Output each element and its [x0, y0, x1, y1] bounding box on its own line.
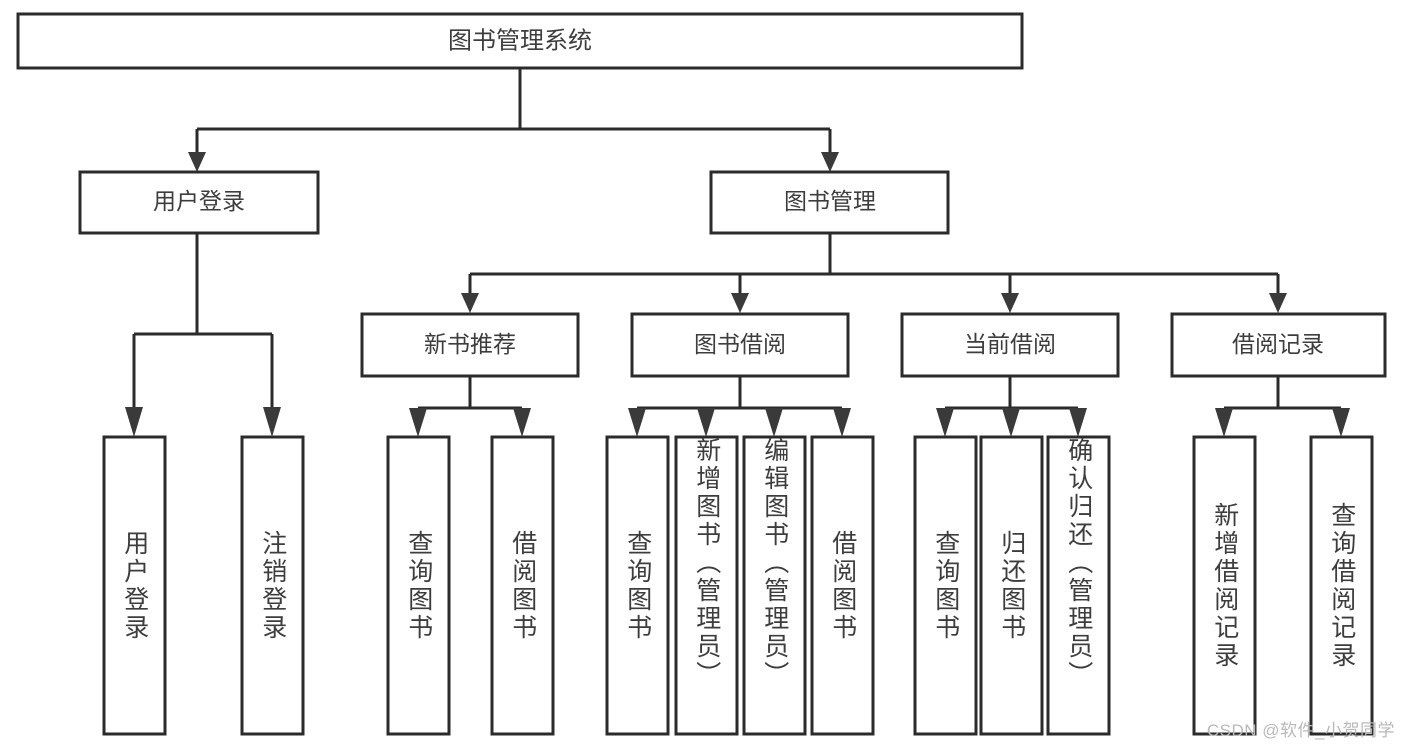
arrow-head-cb-3 — [1069, 408, 1087, 437]
node-box-leaf-nbr-1[interactable] — [386, 435, 451, 736]
arrow-head-br-2 — [1332, 408, 1350, 437]
arrow-head-bb-1 — [628, 408, 646, 437]
node-box-leaf-nbr-2[interactable] — [490, 435, 555, 736]
arrow-head-user-login — [188, 152, 206, 172]
node-label-new-book-recommend: 新书推荐 — [424, 331, 516, 357]
watermark: CSDN @软件_小贺同学 — [1206, 721, 1395, 740]
node-box-book-manage[interactable] — [709, 170, 950, 235]
node-label-current-borrow: 当前借阅 — [964, 331, 1056, 357]
node-box-leaf-bb-2[interactable] — [674, 435, 739, 736]
arrow-head-nbr-2 — [513, 408, 531, 437]
node-box-book-borrow[interactable] — [630, 312, 850, 378]
connector-layer — [125, 68, 1350, 437]
arrow-head-bb-4 — [833, 408, 851, 437]
node-box-new-book-recommend[interactable] — [360, 312, 580, 378]
arrow-head-ul-1 — [125, 407, 143, 437]
node-box-leaf-bb-4[interactable] — [810, 435, 875, 736]
node-label-root: 图书管理系统 — [448, 27, 592, 54]
arrow-head-cb-1 — [936, 408, 954, 437]
arrow-head-nbr-1 — [409, 408, 427, 437]
node-label-book-borrow: 图书借阅 — [694, 331, 786, 357]
node-box-leaf-bb-3[interactable] — [742, 435, 807, 736]
node-box-leaf-ul-2[interactable] — [240, 435, 305, 736]
arrow-head-l3-3 — [1001, 293, 1019, 313]
node-box-leaf-cb-2[interactable] — [979, 435, 1044, 736]
arrow-head-ul-2 — [263, 407, 281, 437]
arrow-head-l3-2 — [731, 293, 749, 313]
node-label-book-manage: 图书管理 — [784, 188, 876, 214]
arrow-head-bb-2 — [697, 408, 715, 437]
node-box-leaf-ul-1[interactable] — [102, 435, 167, 736]
node-box-leaf-cb-3[interactable] — [1046, 435, 1111, 736]
node-box-leaf-br-2[interactable] — [1309, 435, 1374, 736]
node-box-current-borrow[interactable] — [900, 312, 1120, 378]
arrow-head-cb-2 — [1002, 408, 1020, 437]
node-box-root[interactable] — [16, 12, 1024, 70]
node-layer: 图书管理系统 用户登录 图书管理 新书推荐 图书借阅 当前借阅 借阅记录 — [16, 12, 1387, 736]
arrow-head-l3-4 — [1269, 293, 1287, 313]
arrow-head-l3-1 — [461, 293, 479, 313]
node-label-borrow-record: 借阅记录 — [1232, 331, 1324, 357]
node-box-leaf-cb-1[interactable] — [913, 435, 978, 736]
node-box-leaf-bb-1[interactable] — [605, 435, 670, 736]
node-box-leaf-br-1[interactable] — [1192, 435, 1257, 736]
node-box-user-login[interactable] — [78, 170, 320, 235]
arrow-head-br-1 — [1215, 408, 1233, 437]
arrow-head-bb-3 — [765, 408, 783, 437]
arrow-head-book-manage — [821, 152, 839, 172]
node-box-borrow-record[interactable] — [1170, 312, 1387, 378]
node-label-user-login: 用户登录 — [153, 188, 245, 214]
